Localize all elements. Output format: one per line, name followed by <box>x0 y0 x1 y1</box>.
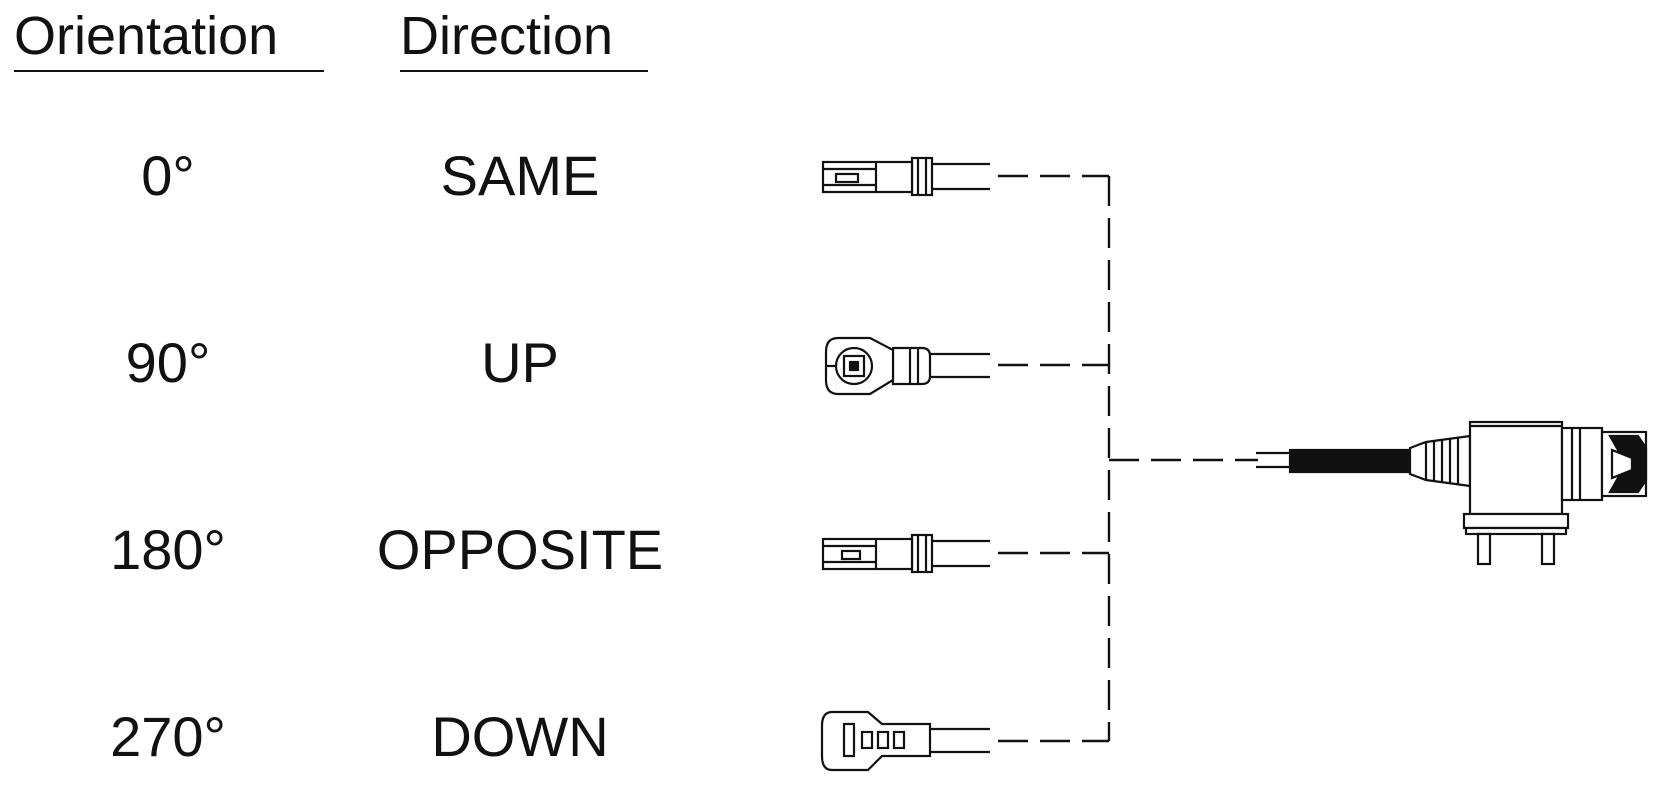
direction-value-0: SAME <box>440 144 600 207</box>
direction-value-3: DOWN <box>431 705 609 768</box>
straight-connector-icon <box>821 533 990 574</box>
orientation-value-1: 90° <box>125 331 211 394</box>
straight-connector-icon <box>821 156 990 197</box>
slot-face-connector-icon <box>820 710 990 772</box>
direction-value-1: UP <box>481 331 559 394</box>
orientation-value-2: 180° <box>110 518 226 581</box>
dashed-leaders <box>998 174 1258 743</box>
orientation-header: Orientation <box>14 6 324 72</box>
orientation-value-0: 0° <box>141 144 195 207</box>
direction-header: Direction <box>400 6 648 72</box>
round-face-connector-icon <box>824 336 990 396</box>
orientation-value-3: 270° <box>110 705 226 768</box>
cable-assembly-icon <box>1256 420 1648 566</box>
direction-value-2: OPPOSITE <box>376 518 664 581</box>
